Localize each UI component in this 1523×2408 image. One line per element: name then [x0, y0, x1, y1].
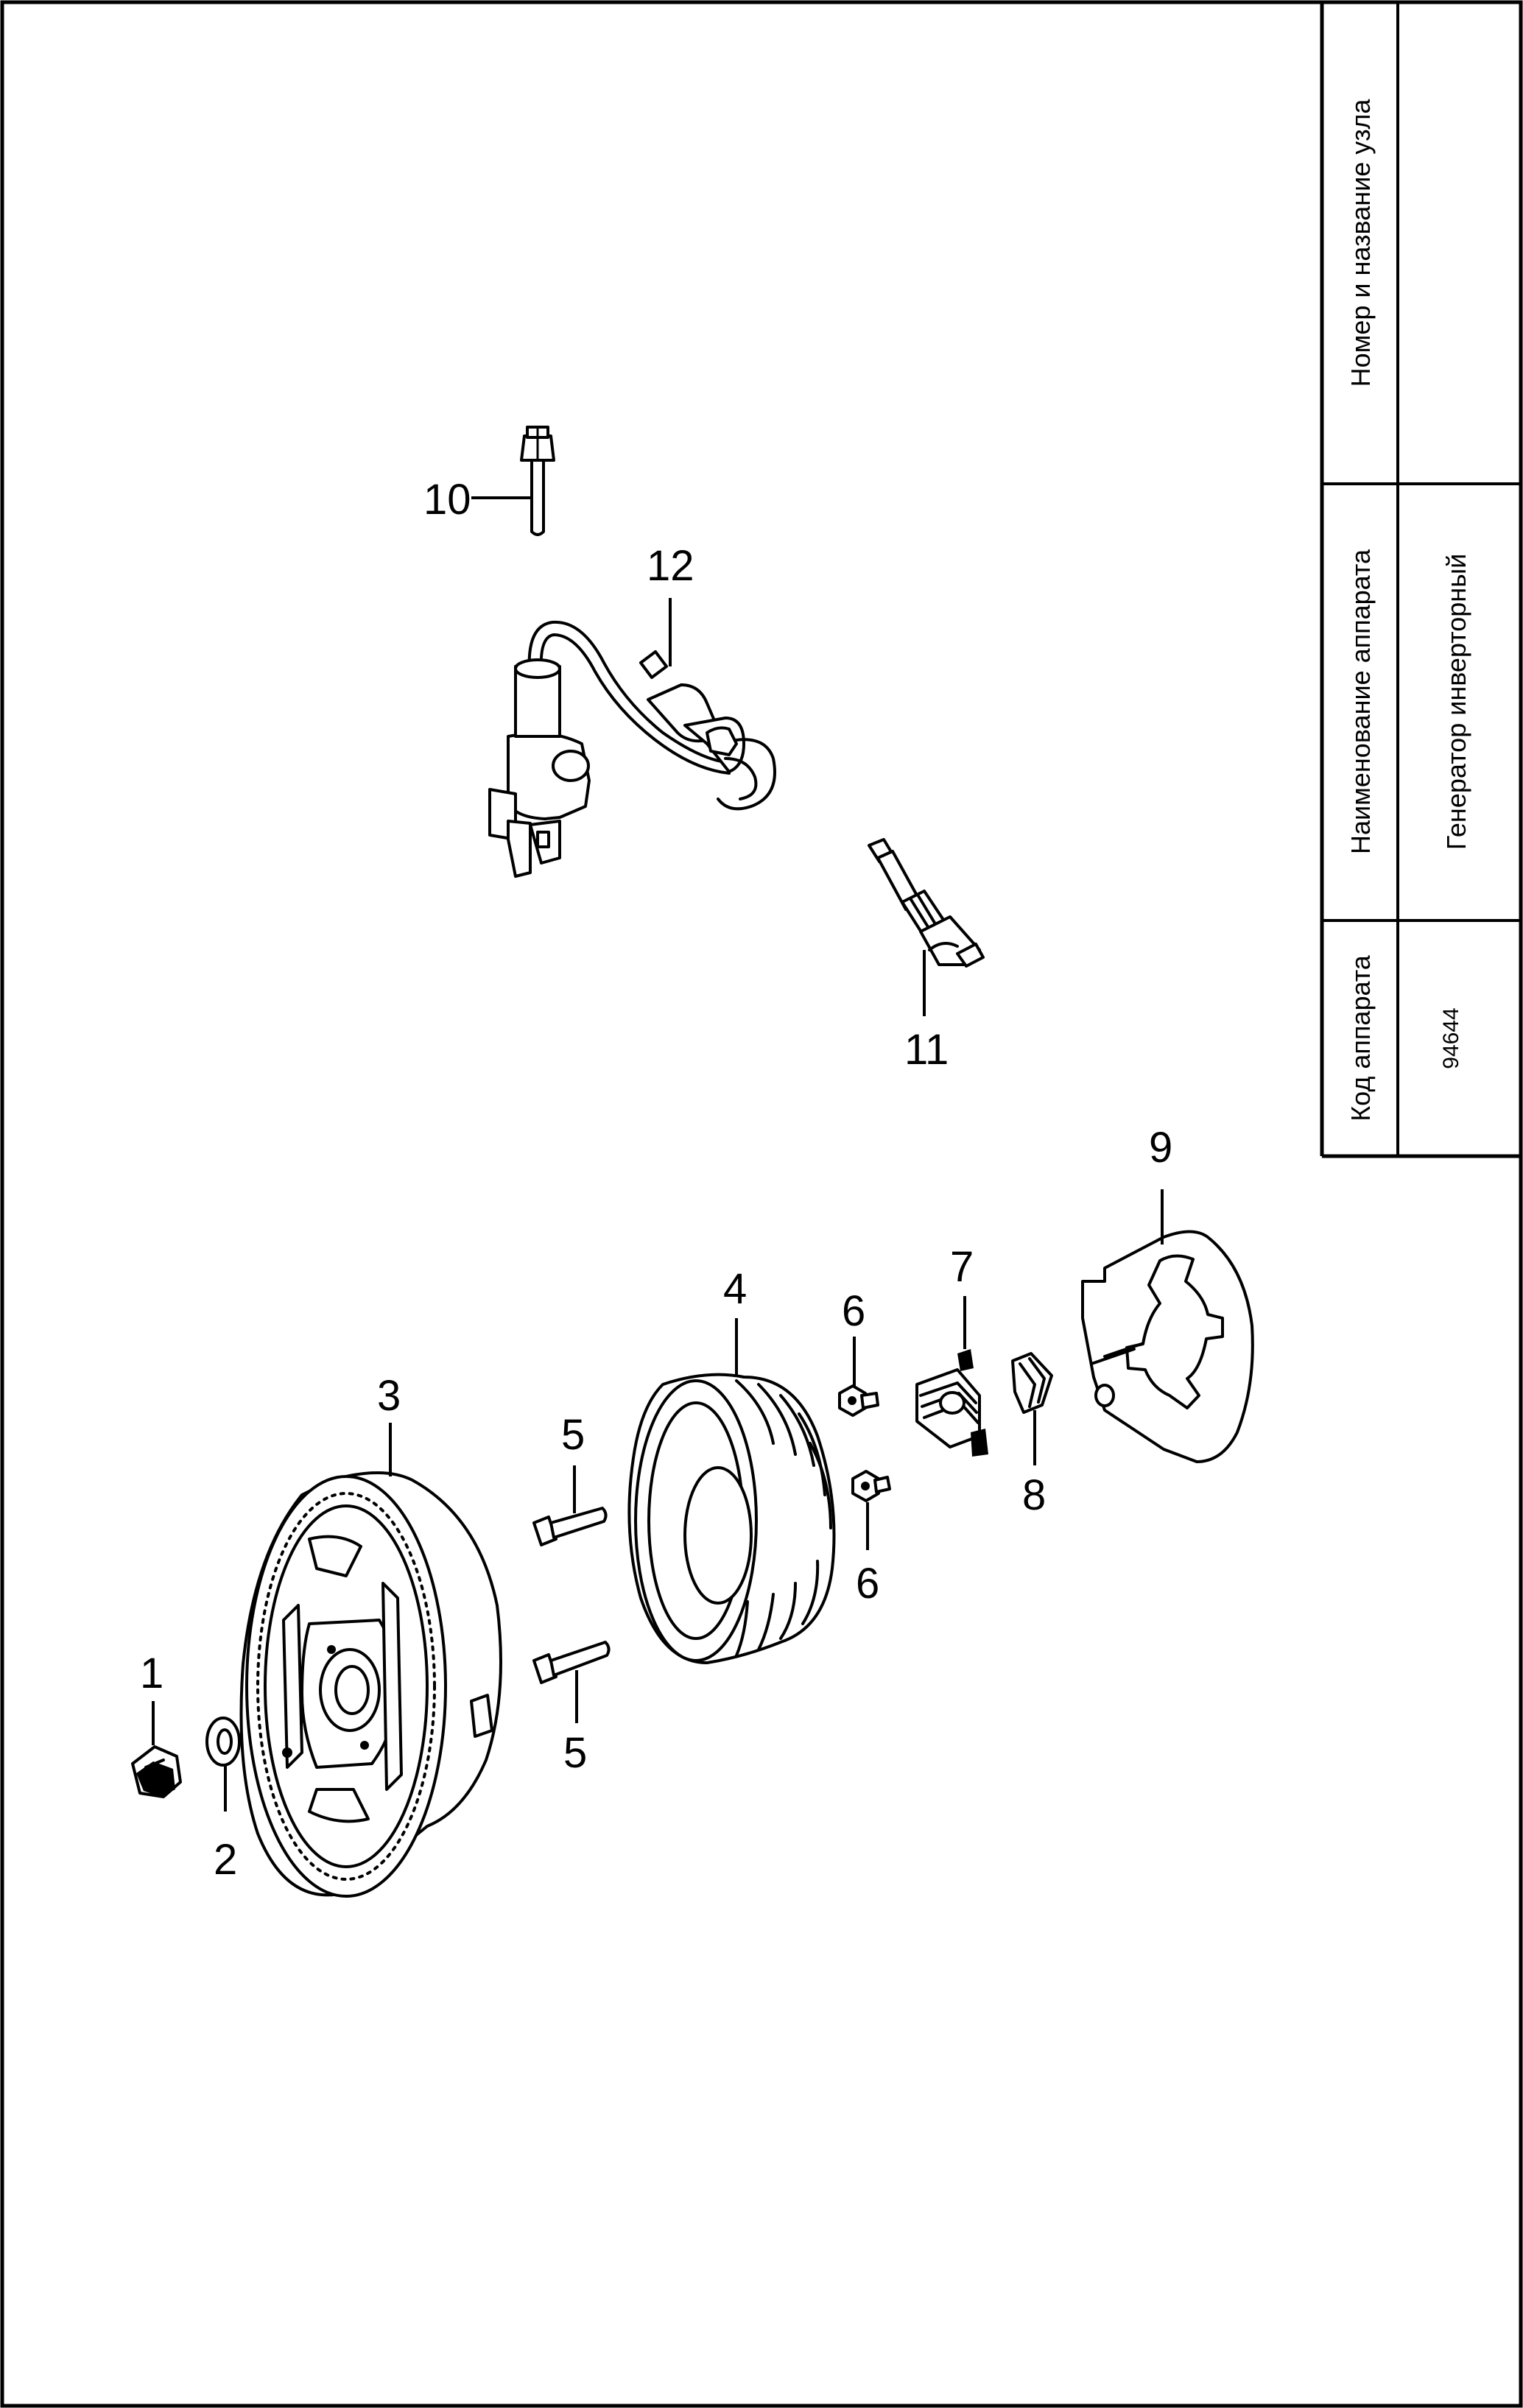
title-block: Код аппарата 94644 Наименование аппарата… — [1320, 2, 1521, 1158]
part-12-ignition-coil: 12 — [488, 542, 776, 878]
part-11-spark-plug: 11 — [868, 838, 985, 1074]
callout-1: 1 — [140, 1650, 163, 1697]
callout-10: 10 — [423, 476, 471, 524]
part-6-nut-upper: 6 — [838, 1287, 879, 1417]
name-header: Наименование аппарата — [1346, 549, 1376, 854]
part-9-base-plate: 9 — [1081, 1124, 1254, 1463]
callout-3: 3 — [377, 1372, 401, 1420]
callout-8: 8 — [1022, 1471, 1046, 1519]
part-6-nut-lower: 6 — [851, 1470, 891, 1608]
callout-7: 7 — [950, 1243, 974, 1291]
code-value: 94644 — [1439, 1007, 1463, 1069]
part-4-stator: 4 — [627, 1265, 836, 1664]
part-5-bolt-upper: 5 — [532, 1411, 608, 1546]
part-8-clip: 8 — [1011, 1352, 1053, 1519]
code-header: Код аппарата — [1346, 954, 1376, 1122]
callout-5-upper: 5 — [561, 1411, 585, 1459]
callout-11: 11 — [904, 1026, 949, 1074]
part-7-sensor: 7 — [915, 1243, 988, 1457]
part-2-washer: 2 — [205, 1717, 241, 1884]
callout-6-upper: 6 — [842, 1287, 865, 1335]
callout-2: 2 — [214, 1836, 237, 1884]
callout-4: 4 — [723, 1265, 747, 1313]
callout-6-lower: 6 — [856, 1560, 879, 1608]
part-10-bolt: 10 — [423, 426, 555, 536]
part-1-nut: 1 — [131, 1650, 182, 1798]
name-value: Генератор инверторный — [1441, 554, 1471, 850]
callout-5-lower: 5 — [563, 1729, 587, 1777]
unit-header: Номер и название узла — [1346, 99, 1376, 387]
part-3-flywheel: 3 — [239, 1372, 502, 1898]
callout-9: 9 — [1149, 1124, 1172, 1172]
callout-12: 12 — [647, 542, 694, 590]
part-5-bolt-lower: 5 — [532, 1641, 611, 1777]
